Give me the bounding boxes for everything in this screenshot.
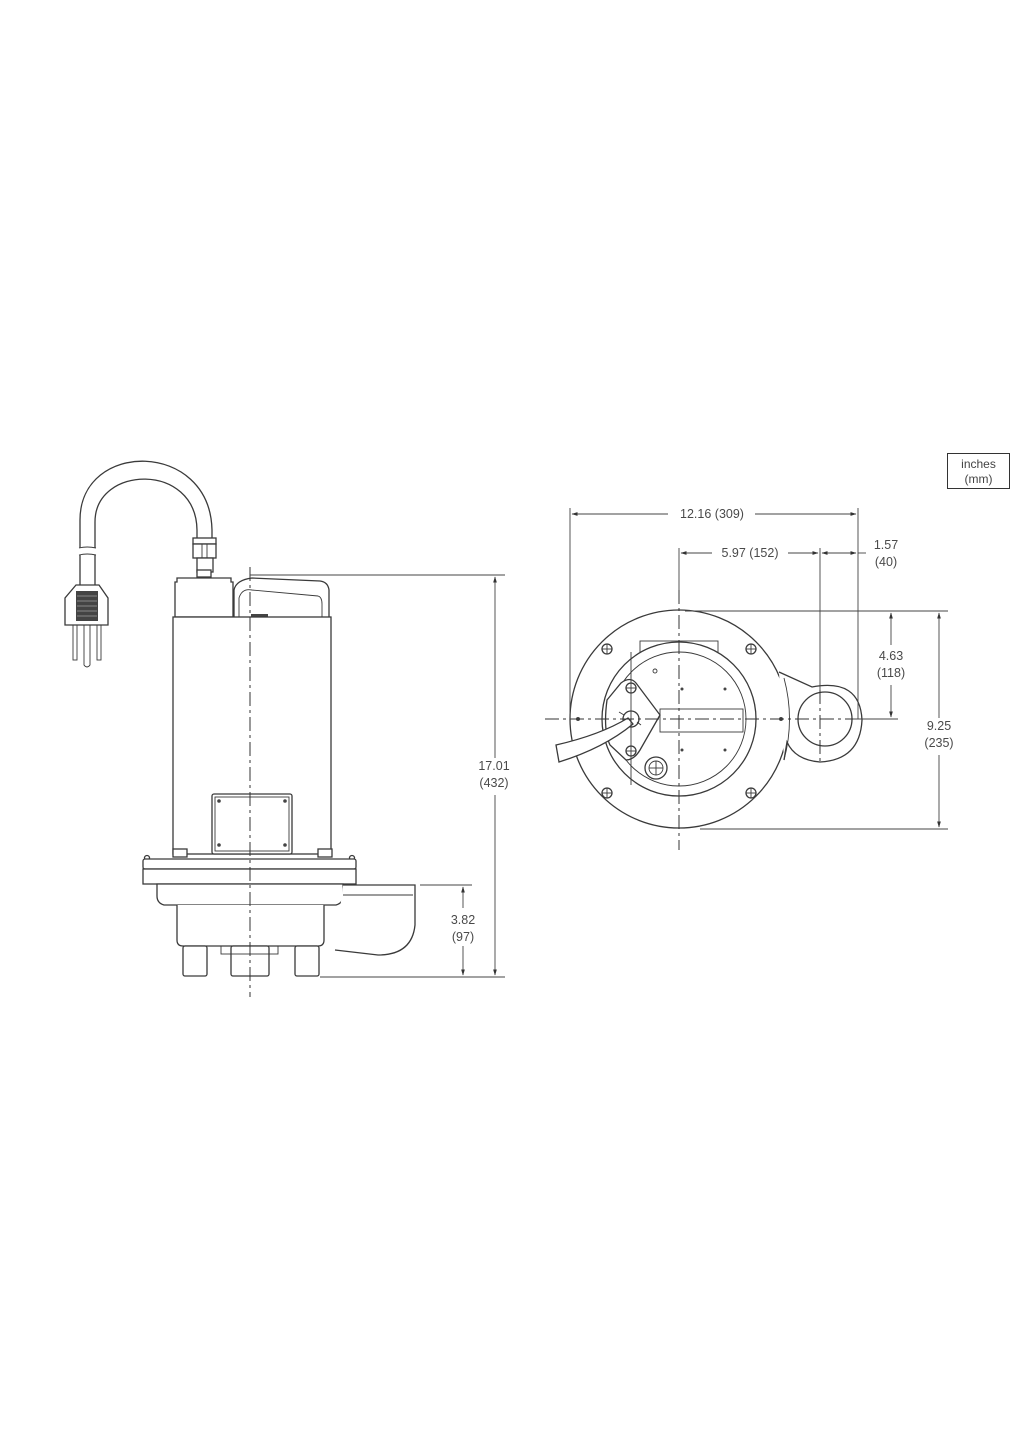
top-view: 12.16 (309) 5.97 (152) 1.57 (40) 4.63 (1… xyxy=(545,507,954,850)
discharge-offset-mm: (40) xyxy=(875,555,897,569)
discharge-to-edge-mm: (118) xyxy=(877,666,905,680)
center-to-discharge-label: 5.97 (152) xyxy=(722,546,779,560)
overall-depth-mm: (235) xyxy=(924,736,953,750)
plug-icon xyxy=(64,584,109,668)
overall-width-label: 12.16 (309) xyxy=(680,507,744,521)
units-legend: inches (mm) xyxy=(947,453,1010,489)
overall-height-mm: (432) xyxy=(479,776,508,790)
power-cord xyxy=(78,460,217,585)
side-view: 17.01 (432) 3.82 (97) xyxy=(64,460,510,997)
discharge-height-in: 3.82 xyxy=(451,913,475,927)
discharge-height-mm: (97) xyxy=(452,930,474,944)
units-mm-label: (mm) xyxy=(964,472,993,486)
overall-height-in: 17.01 xyxy=(478,759,509,773)
overall-depth-in: 9.25 xyxy=(927,719,951,733)
bolt-holes xyxy=(601,643,757,799)
discharge-offset-in: 1.57 xyxy=(874,538,898,552)
discharge-to-edge-in: 4.63 xyxy=(879,649,903,663)
units-inches-label: inches xyxy=(961,457,996,471)
